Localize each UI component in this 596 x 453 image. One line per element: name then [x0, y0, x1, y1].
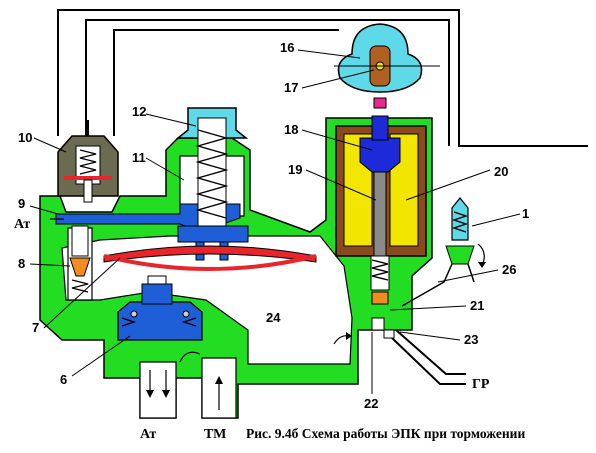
port-gr: ГР	[472, 377, 490, 392]
callout-11: 11	[132, 150, 146, 165]
control-pipes	[57, 9, 588, 147]
spring-assembly-11-12	[175, 107, 249, 261]
solenoid-18-20	[335, 115, 427, 305]
valve-8	[69, 225, 91, 293]
check-valve-10	[57, 120, 119, 203]
callout-23: 23	[464, 332, 478, 347]
callout-21: 21	[470, 298, 484, 313]
callout-8: 8	[18, 256, 25, 271]
callout-7: 7	[32, 320, 39, 335]
leader-lines	[29, 49, 521, 394]
callout-12: 12	[132, 104, 146, 119]
callout-19: 19	[288, 162, 302, 177]
port-tm: ТМ	[204, 427, 226, 442]
callout-18: 18	[284, 122, 298, 137]
valve-1	[401, 197, 486, 307]
callout-16: 16	[280, 40, 294, 55]
gr-pipe	[371, 317, 466, 385]
lever-rod-9	[55, 203, 241, 233]
callout-26: 26	[502, 262, 516, 277]
callout-24: 24	[266, 310, 281, 325]
key-lock-16-17	[334, 23, 440, 109]
callout-10: 10	[18, 130, 32, 145]
flow-arrows	[50, 218, 352, 410]
callout-9: 9	[18, 196, 25, 211]
callout-17: 17	[284, 80, 298, 95]
callout-20: 20	[494, 164, 508, 179]
figure-caption: Рис. 9.4б Схема работы ЭПК при торможени…	[246, 426, 525, 441]
exhaust-valve-6	[117, 275, 203, 341]
callout-1: 1	[522, 206, 529, 221]
callout-labels: 10 9 8 7 6 11 12 16 17 18 19 20 1 26 21 …	[18, 40, 529, 411]
port-at-left: Ат	[14, 217, 30, 232]
callout-6: 6	[60, 372, 67, 387]
port-labels: Ат Ат ТМ ГР	[14, 217, 490, 442]
port-at-bottom: Ат	[140, 427, 156, 442]
diaphragm-7	[103, 245, 317, 271]
callout-22: 22	[364, 396, 378, 411]
